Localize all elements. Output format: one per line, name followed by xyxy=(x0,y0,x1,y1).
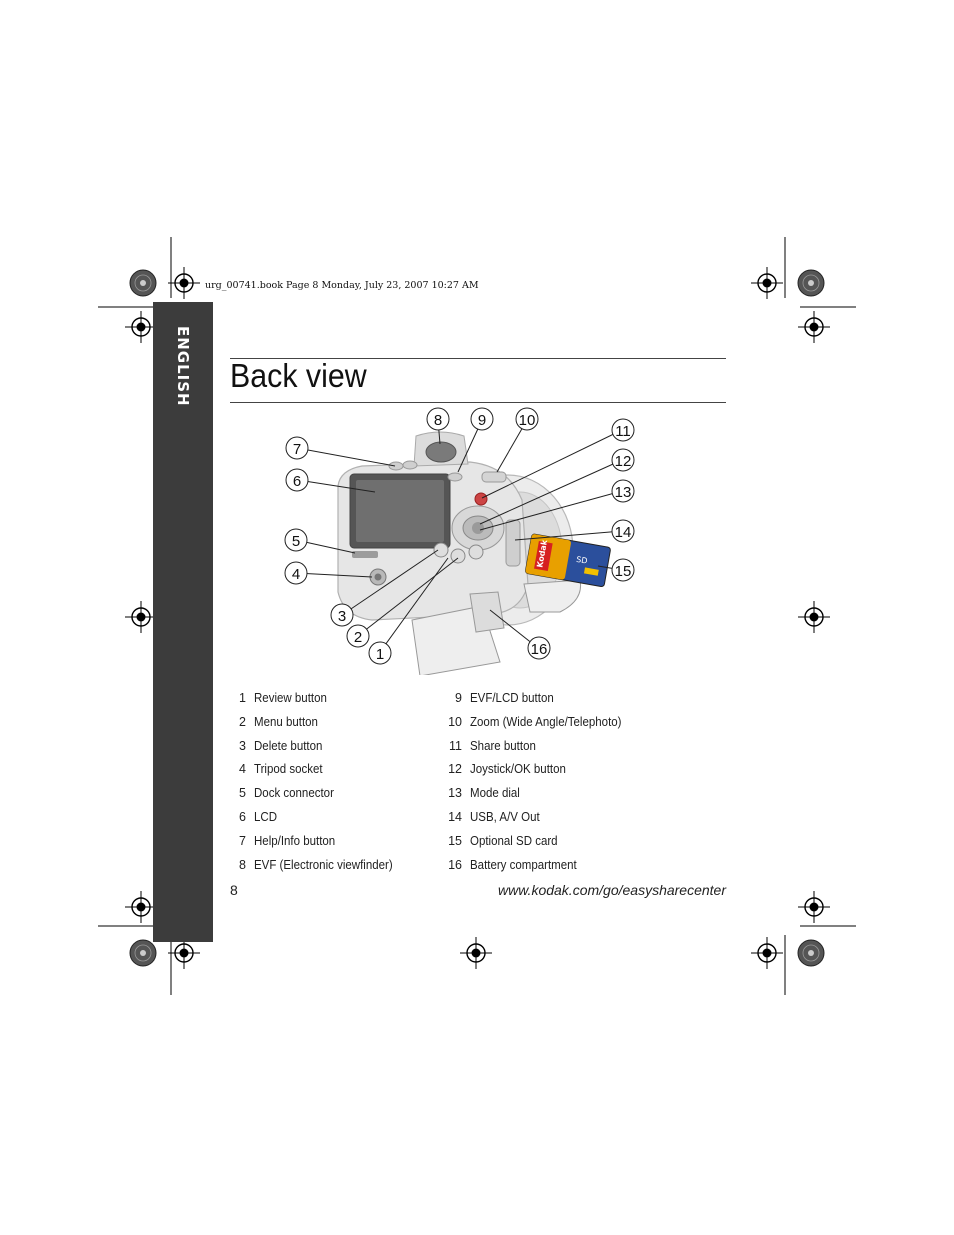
legend-label: LCD xyxy=(254,809,278,824)
legend-number: 11 xyxy=(449,738,462,753)
legend-number: 4 xyxy=(239,762,246,777)
legend-label: Joystick/OK button xyxy=(470,762,566,777)
sidebar-language-label: ENGLISH xyxy=(174,326,192,407)
callout-12: 12 xyxy=(615,453,632,470)
legend-label: EVF/LCD button xyxy=(470,691,554,705)
legend-number: 6 xyxy=(239,809,246,824)
legend-label: Dock connector xyxy=(254,786,334,801)
language-sidebar xyxy=(153,302,213,942)
page-title: Back view xyxy=(230,357,367,394)
callout-3: 3 xyxy=(338,608,346,625)
legend-number: 1 xyxy=(239,691,246,705)
legend-label: EVF (Electronic viewfinder) xyxy=(254,857,393,872)
callout-16: 16 xyxy=(531,641,548,658)
legend-label: Mode dial xyxy=(470,786,520,801)
callout-15: 15 xyxy=(615,563,632,580)
legend-number: 2 xyxy=(239,714,246,729)
legend-label: Optional SD card xyxy=(470,833,558,848)
callout-1: 1 xyxy=(376,646,384,663)
legend-label: Tripod socket xyxy=(254,762,323,777)
callout-6: 6 xyxy=(293,473,301,490)
callout-2: 2 xyxy=(354,629,362,646)
legend-number: 13 xyxy=(448,786,462,801)
legend-number: 15 xyxy=(448,833,462,848)
callout-8: 8 xyxy=(434,412,442,429)
legend-number: 5 xyxy=(239,786,246,801)
footer-url-link[interactable]: www.kodak.com/go/easysharecenter xyxy=(498,882,726,898)
callout-10: 10 xyxy=(519,412,536,429)
legend-number: 10 xyxy=(448,714,462,729)
callout-14: 14 xyxy=(615,524,632,541)
title-bottom-rule xyxy=(230,402,726,403)
legend-label: Delete button xyxy=(254,738,323,753)
legend-number: 3 xyxy=(239,738,246,753)
callout-11: 11 xyxy=(615,423,631,440)
callout-5: 5 xyxy=(292,533,300,550)
sd-card-type-text: SD xyxy=(576,555,589,566)
legend-number: 14 xyxy=(448,809,462,824)
legend-label: Battery compartment xyxy=(470,857,577,872)
callout-7: 7 xyxy=(293,441,301,458)
camera-back-view-illustration: Kodak SD xyxy=(284,407,635,675)
legend-number: 7 xyxy=(239,833,246,848)
callout-13: 13 xyxy=(615,484,632,501)
callout-4: 4 xyxy=(292,566,300,583)
legend-label: Zoom (Wide Angle/Telephoto) xyxy=(470,714,622,729)
legend-number: 12 xyxy=(448,762,462,777)
legend-label: Help/Info button xyxy=(254,833,336,848)
legend-label: Share button xyxy=(470,738,536,753)
page-number: 8 xyxy=(230,882,238,898)
legend-number: 9 xyxy=(455,691,462,705)
callout-9: 9 xyxy=(478,412,486,429)
title-top-rule xyxy=(230,358,726,359)
legend-label: Menu button xyxy=(254,714,318,729)
legend-number: 16 xyxy=(448,857,462,872)
legend-label: USB, A/V Out xyxy=(470,809,540,824)
legend-number: 8 xyxy=(239,857,246,872)
legend-label: Review button xyxy=(254,691,327,705)
print-header-note: urg_00741.book Page 8 Monday, July 23, 2… xyxy=(205,280,479,291)
